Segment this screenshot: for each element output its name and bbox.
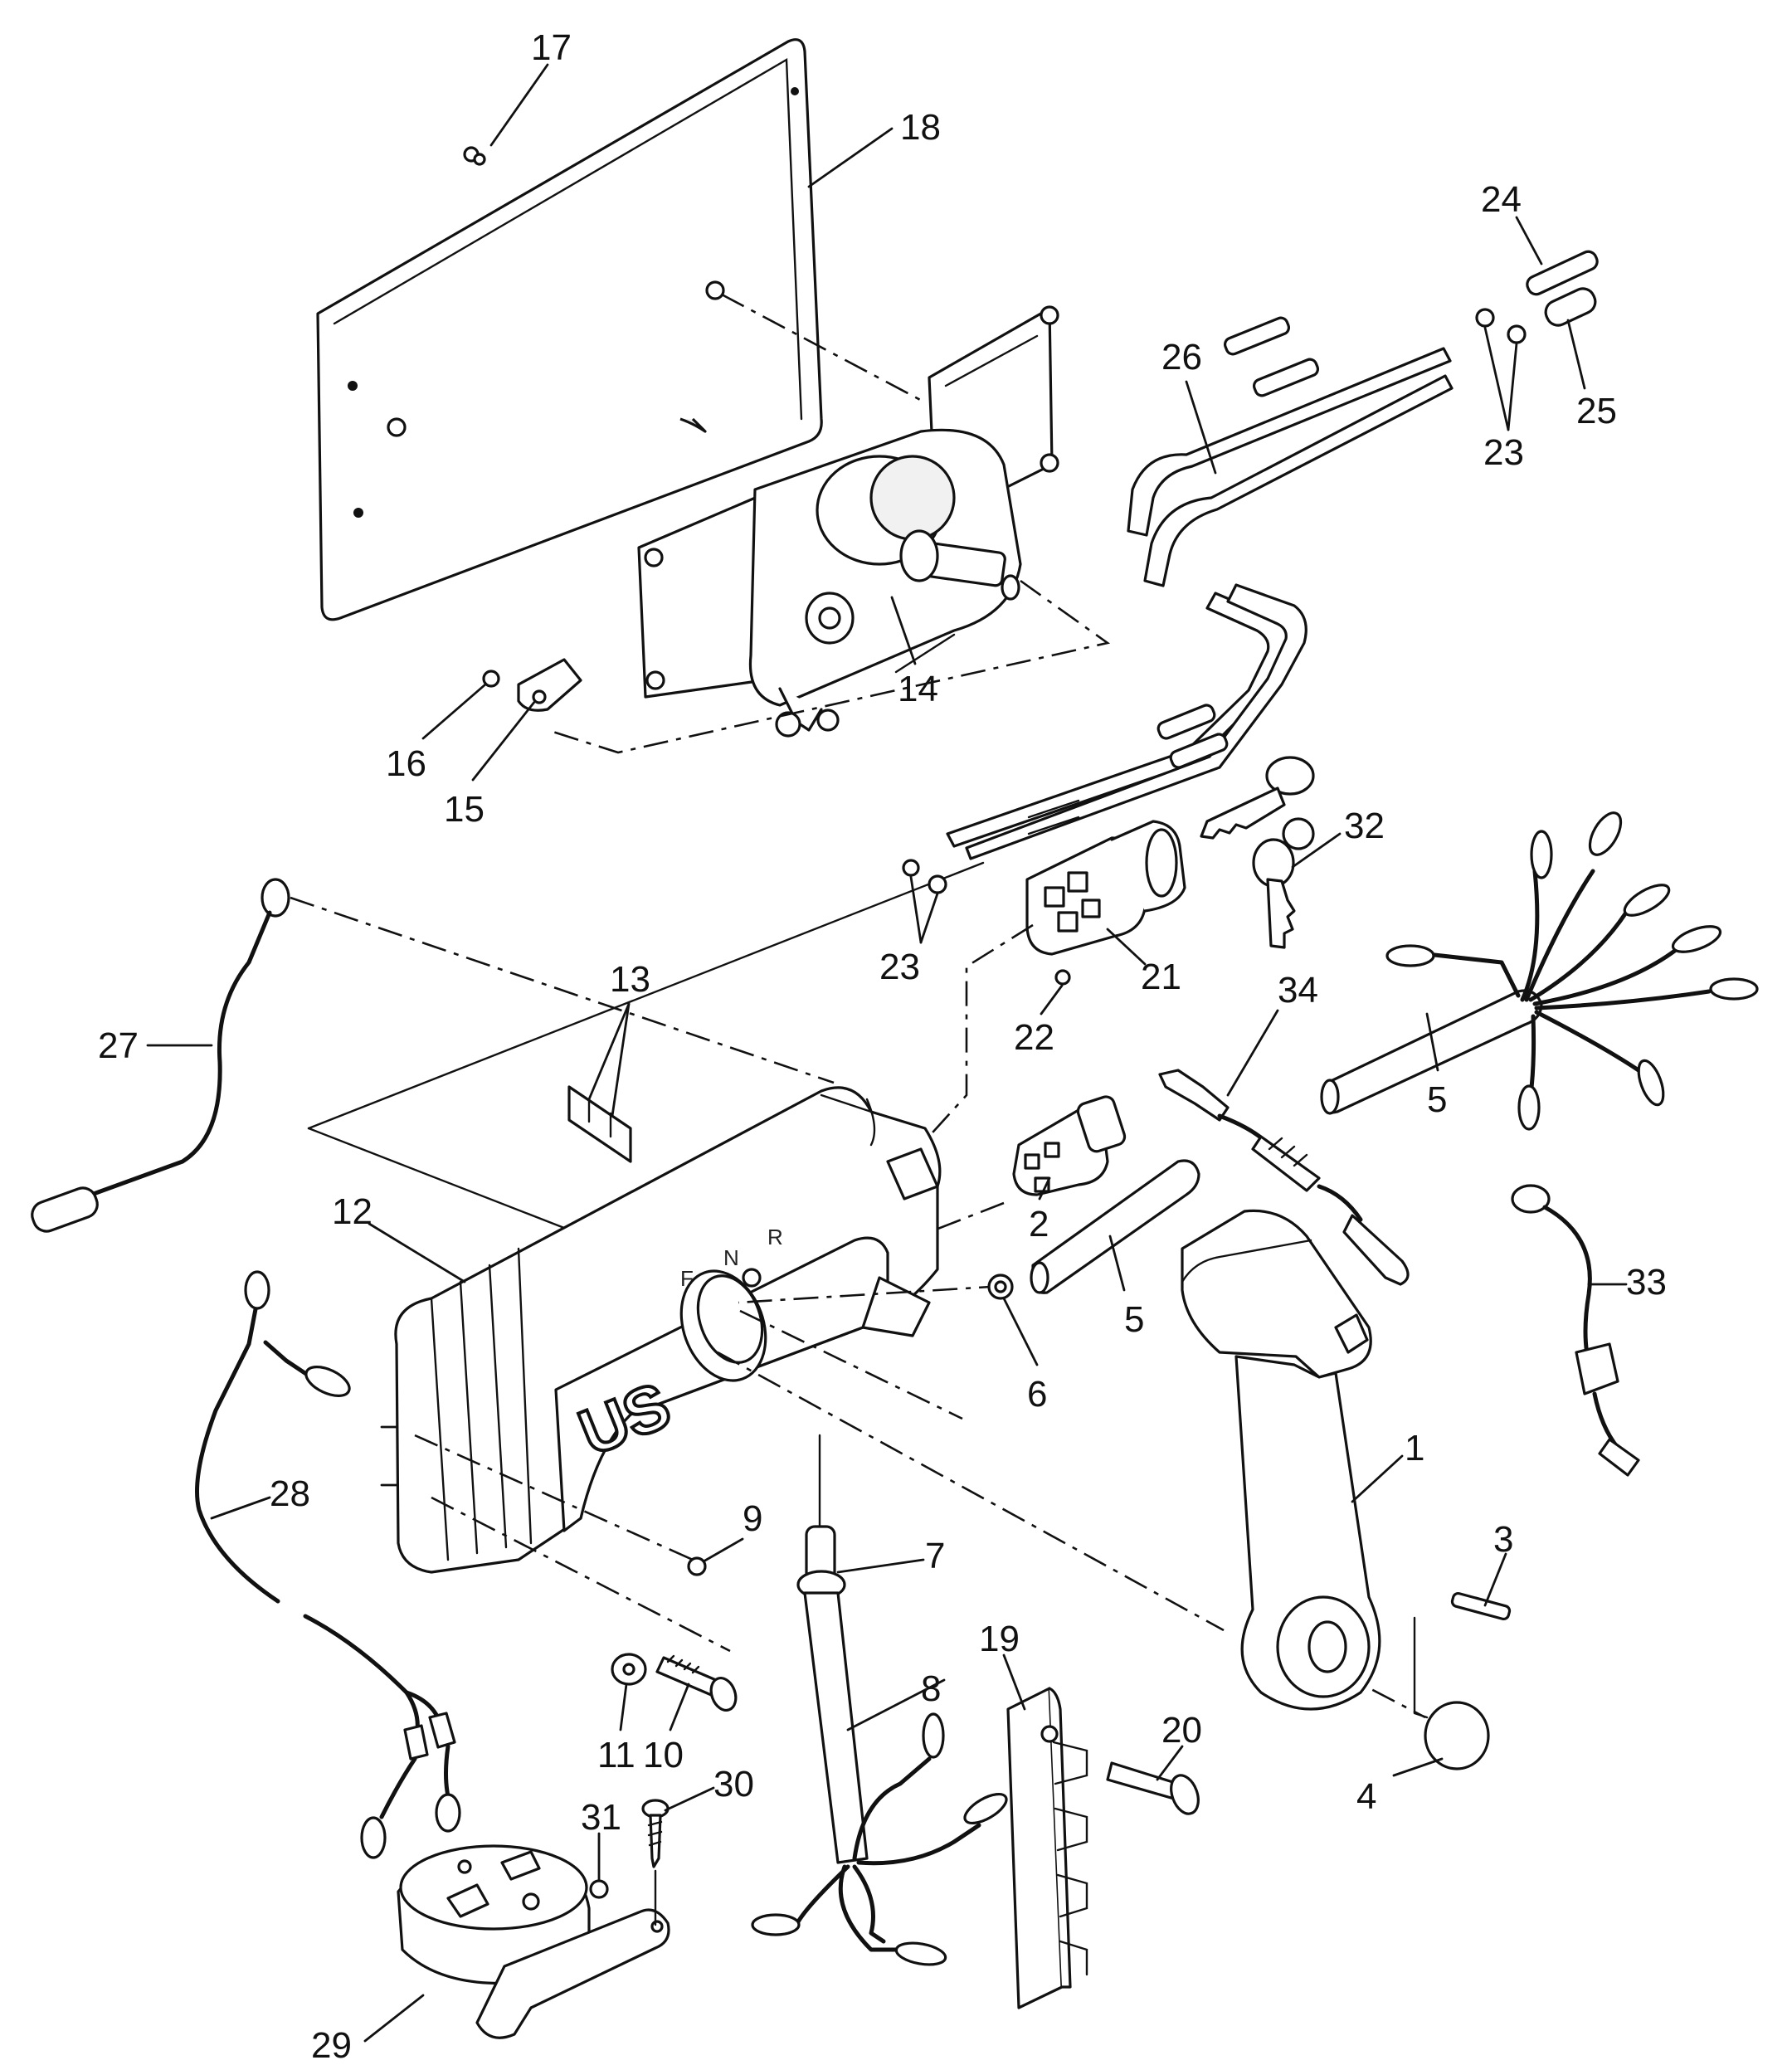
shift-letter-r: R: [767, 1225, 783, 1249]
terminal-block-part-19: [1006, 1687, 1088, 2009]
screw-part-31: [589, 1879, 609, 1899]
nuts-part-23-mid: [902, 859, 947, 894]
callout-7: 7: [925, 1536, 945, 1576]
cable-end-part-24: [1526, 250, 1599, 296]
control-housing-part-12: US F N R: [380, 1086, 942, 1574]
ignition-switch-part-21: [1025, 820, 1186, 956]
callout-34: 34: [1278, 970, 1318, 1011]
callout-22: 22: [1014, 1017, 1054, 1058]
callout-3: 3: [1493, 1519, 1513, 1560]
mounting-plate-part-18: [316, 38, 823, 621]
screw-part-17: [463, 146, 486, 166]
shift-letter-f: F: [680, 1266, 694, 1291]
bolt-part-10: [655, 1654, 738, 1712]
callout-24: 24: [1481, 179, 1522, 220]
callout-4: 4: [1356, 1776, 1376, 1817]
callout-9: 9: [743, 1498, 762, 1539]
wire-harness-part-5: [1320, 811, 1759, 1131]
lead-part-33: [1511, 1184, 1640, 1477]
callout-19: 19: [979, 1619, 1020, 1659]
callout-13: 13: [610, 959, 650, 1000]
callout-28: 28: [270, 1473, 310, 1514]
nut-part-6: [987, 1274, 1014, 1300]
callout-14: 14: [898, 669, 938, 709]
keys-part-32: [1200, 756, 1315, 949]
grommet-part-7: [796, 1525, 846, 1600]
tube-part-5-center: [1030, 1159, 1200, 1294]
washer-part-11: [611, 1653, 647, 1686]
clip-part-15: [517, 658, 582, 712]
callout-5-right: 5: [1427, 1079, 1447, 1120]
callout-2: 2: [1029, 1204, 1049, 1244]
pin-part-3: [1450, 1591, 1512, 1621]
callout-32: 32: [1344, 806, 1385, 846]
callout-5-center: 5: [1124, 1299, 1144, 1340]
callout-31: 31: [581, 1797, 621, 1838]
callout-8: 8: [921, 1668, 941, 1709]
control-mechanism-part-14: [637, 305, 1059, 738]
nuts-part-23-top: [1475, 308, 1527, 344]
callout-21: 21: [1141, 957, 1181, 997]
callout-6: 6: [1027, 1374, 1047, 1415]
callout-17: 17: [531, 27, 572, 68]
bolt-part-20: [1106, 1761, 1200, 1815]
lead-part-27: [31, 878, 290, 1233]
callout-1: 1: [1405, 1428, 1424, 1468]
nut-part-16: [482, 670, 500, 688]
screw-part-30: [641, 1799, 670, 1868]
knob-part-4: [1424, 1701, 1490, 1770]
callout-12: 12: [332, 1191, 373, 1232]
clip-part-13: [567, 1085, 632, 1163]
callout-25: 25: [1576, 391, 1617, 431]
cable-end-part-25: [1544, 287, 1597, 327]
callout-23-top: 23: [1483, 432, 1524, 473]
callout-labels: 17 18 24 25 23 26 14 16 15 32 23 21 22 3…: [98, 27, 1667, 2065]
callout-18: 18: [900, 107, 941, 148]
callout-33: 33: [1626, 1262, 1667, 1303]
callout-23-mid: 23: [879, 947, 920, 987]
neutral-switch-lead-part-34: [1158, 1069, 1410, 1286]
callout-29: 29: [311, 2025, 352, 2065]
control-handle-part-1: [1181, 1209, 1381, 1711]
callout-30: 30: [713, 1764, 754, 1804]
callout-27: 27: [98, 1025, 139, 1066]
callout-16: 16: [386, 743, 426, 784]
assembly-lines-top: [307, 293, 1111, 1230]
callout-15: 15: [444, 789, 485, 830]
shift-letter-n: N: [723, 1245, 739, 1270]
assembly-lines-housing: [414, 1201, 1429, 1719]
callout-20: 20: [1161, 1710, 1202, 1751]
nut-part-22: [1054, 969, 1071, 986]
buzzer-part-29: [397, 1844, 670, 2039]
shift-throttle-cables-part-26: [946, 316, 1454, 860]
screw-part-9: [687, 1556, 707, 1576]
wire-leads-part-28: [195, 1270, 461, 1859]
callout-10: 10: [643, 1735, 684, 1775]
cable-part-8: [751, 1591, 1008, 1966]
switch-part-2: [1012, 1095, 1127, 1196]
callout-11: 11: [597, 1735, 635, 1775]
leader-lines: [146, 63, 1628, 2043]
callout-26: 26: [1161, 337, 1202, 377]
